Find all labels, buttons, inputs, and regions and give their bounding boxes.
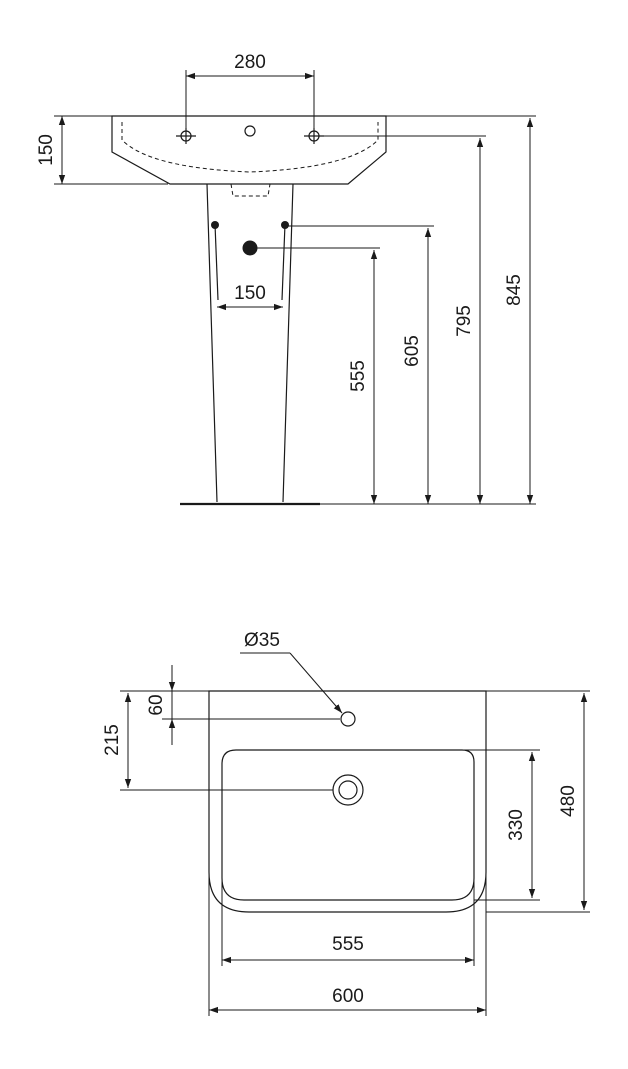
dim-tap-diameter-label: Ø35: [244, 630, 280, 651]
dim-waste-offset: 215: [102, 693, 132, 788]
dim-tap-offset-label: 60: [146, 694, 167, 715]
dim-supply-spacing: 150: [217, 283, 283, 311]
dim-waste-offset-label: 215: [102, 724, 123, 756]
dim-bowl-depth: 330: [506, 752, 536, 898]
dim-supply-height: 605: [402, 228, 432, 504]
dim-tap-spacing: 280: [185, 52, 315, 130]
supply-left: [211, 221, 219, 229]
dim-bowl-width-label: 555: [332, 934, 364, 955]
dim-supply-height-label: 605: [402, 335, 423, 367]
waste-outlet: [332, 774, 364, 806]
dim-overall-height: 845: [504, 118, 534, 504]
tap-hole: [340, 711, 356, 727]
dim-overall-width-label: 600: [332, 986, 364, 1007]
supply-right: [281, 221, 289, 229]
dim-tap-diameter: Ø35: [240, 630, 343, 714]
dim-supply-spacing-label: 150: [234, 283, 266, 304]
bowl-dashed-line: [121, 122, 379, 173]
waste-outlet-dashed: [230, 183, 271, 197]
pedestal-outline: [206, 183, 294, 503]
dim-overall-width: 600: [209, 986, 486, 1014]
dim-basin-top-front-label: 795: [454, 305, 475, 337]
dim-overall-depth: 480: [558, 693, 588, 910]
basin-plan-outline: [208, 690, 487, 913]
dim-tap-spacing-label: 280: [234, 52, 266, 73]
plan-view: Ø35 60 215 330 480: [102, 630, 590, 1016]
bowl-plan-outline: [221, 749, 475, 901]
dim-basin-height: 150: [36, 115, 168, 185]
dim-bowl-width: 555: [222, 934, 474, 964]
dim-waste-height-label: 555: [348, 360, 369, 392]
dim-overall-depth-label: 480: [558, 785, 579, 817]
dim-waste-height: 555: [348, 250, 378, 504]
tap-hole-left: [176, 128, 196, 144]
front-elevation: 280 150 150 555 605: [36, 52, 536, 506]
dim-tap-offset: 60: [146, 665, 176, 745]
dim-basin-top-front: 795: [454, 138, 484, 504]
overflow-hole: [244, 125, 256, 137]
dim-basin-height-label: 150: [36, 134, 57, 166]
dim-bowl-depth-label: 330: [506, 809, 527, 841]
dim-overall-height-label: 845: [504, 274, 525, 306]
